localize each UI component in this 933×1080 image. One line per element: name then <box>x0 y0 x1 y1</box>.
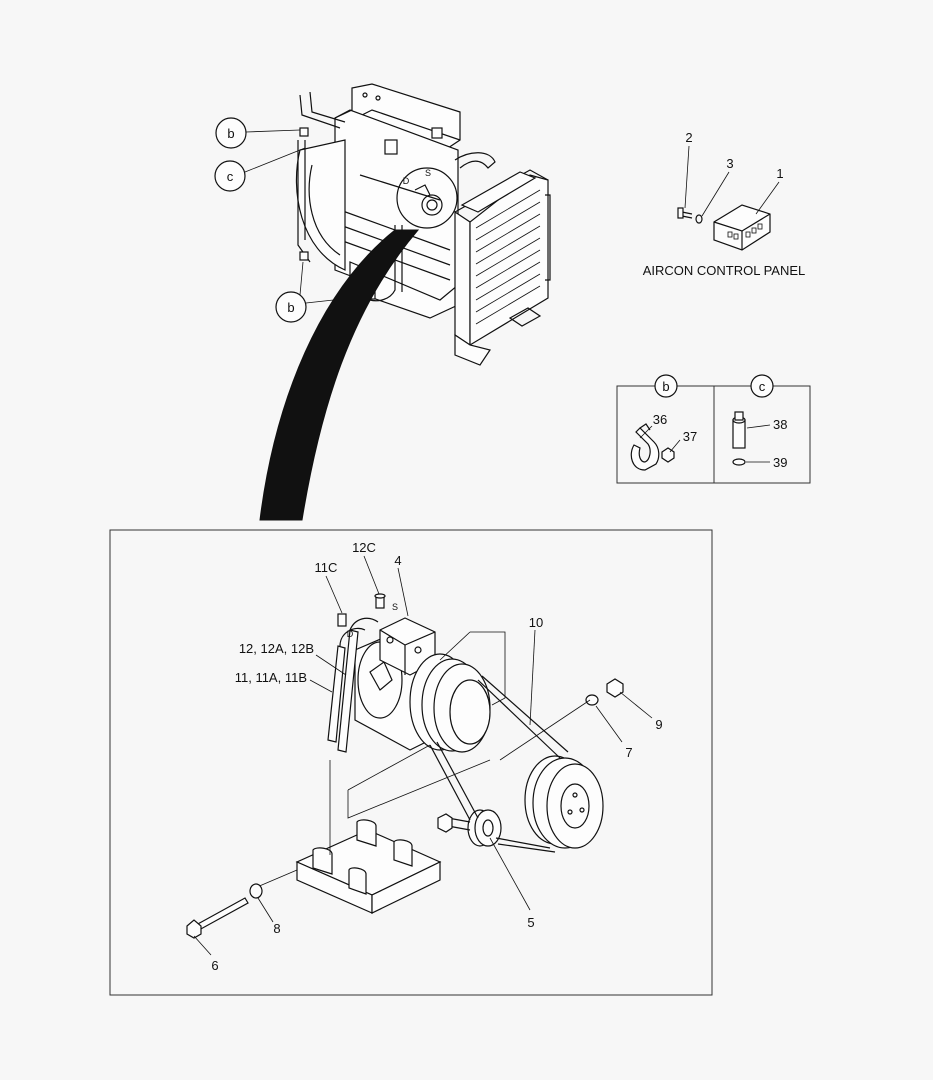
nut-37-illustration <box>661 447 675 463</box>
detail-box-b-c <box>616 385 811 484</box>
callout-b-top: b <box>215 117 301 149</box>
part-number-4: 4 <box>394 553 401 568</box>
callout-c-box: c <box>750 374 774 398</box>
part-number-8: 8 <box>273 921 280 936</box>
callout-c-top: c <box>214 147 306 192</box>
svg-text:b: b <box>662 379 669 394</box>
part-number-11c: 11C <box>315 560 338 575</box>
svg-text:c: c <box>227 169 234 184</box>
part-number-12c: 12C <box>352 540 376 555</box>
callout-b-bottom: b <box>275 261 371 323</box>
svg-text:c: c <box>759 379 766 394</box>
part-number-36: 36 <box>653 412 667 427</box>
reference-lines <box>329 631 591 855</box>
bolt-6-illustration <box>186 897 249 939</box>
part-number-10: 10 <box>529 615 543 630</box>
v-belt-illustration <box>429 675 569 853</box>
compressor-illustration <box>327 593 491 753</box>
part-number-1: 1 <box>776 166 783 181</box>
part-number-9: 9 <box>655 717 662 732</box>
nut-9-illustration <box>606 678 624 698</box>
part-number-6: 6 <box>211 958 218 973</box>
part-number-12-group: 12, 12A, 12B <box>239 641 314 656</box>
suction-mark-top: S <box>425 168 431 178</box>
clamp-36-illustration <box>630 423 660 471</box>
aircon-control-panel-illustration <box>677 204 771 251</box>
spacer-38-illustration <box>732 411 746 449</box>
part-number-39: 39 <box>773 455 787 470</box>
aircon-control-panel-title: AIRCON CONTROL PANEL <box>643 263 806 278</box>
engine-assembly-illustration <box>295 83 551 366</box>
magnify-beam <box>259 229 420 521</box>
svg-text:b: b <box>227 126 234 141</box>
washer-8-illustration <box>249 883 263 899</box>
svg-text:b: b <box>287 300 294 315</box>
part-number-37: 37 <box>683 429 697 444</box>
washer-7-illustration <box>585 694 599 706</box>
discharge-mark-detail: D <box>347 629 354 639</box>
idler-pulley-illustration <box>437 809 502 847</box>
part-number-2: 2 <box>685 130 692 145</box>
crank-pulley-illustration <box>524 755 604 849</box>
detail-frame <box>109 529 713 996</box>
part-number-38: 38 <box>773 417 787 432</box>
washer-39-illustration <box>732 458 746 466</box>
part-number-11-group: 11, 11A, 11B <box>235 670 307 685</box>
part-number-5: 5 <box>527 915 534 930</box>
discharge-mark-top: D <box>403 176 410 186</box>
suction-mark-detail: S <box>392 602 398 612</box>
part-number-7: 7 <box>625 745 632 760</box>
mounting-bracket-illustration <box>249 819 442 914</box>
callout-b-box: b <box>654 374 678 398</box>
part-number-3: 3 <box>726 156 733 171</box>
